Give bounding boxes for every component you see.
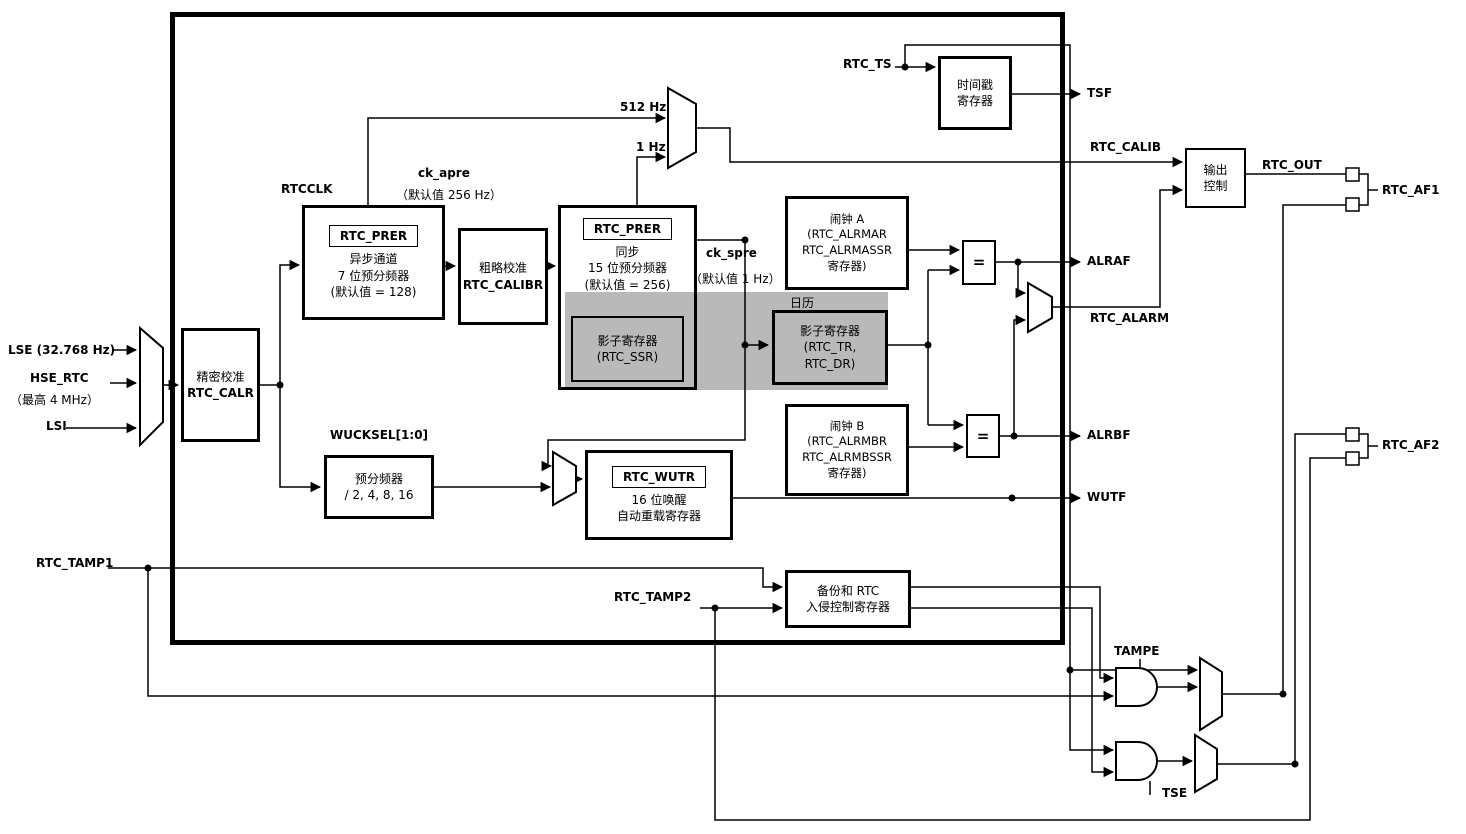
async-prescaler-box: RTC_PRER 异步通道 7 位预分频器 (默认值 = 128) (302, 205, 445, 320)
wires (66, 44, 1378, 821)
output-control-box: 输出 控制 (1185, 148, 1246, 208)
box-line: (RTC_ALRMAR (807, 227, 887, 242)
lsi-input-label: LSI (46, 419, 67, 433)
box-line: 寄存器 (956, 94, 993, 108)
box-line: 闹钟 B (829, 418, 865, 433)
wakeup-clock-mux (552, 450, 577, 507)
calendar-label: 日历 (790, 296, 815, 310)
clock-input-mux (139, 325, 164, 448)
box-line: (默认值 = 256) (584, 277, 671, 292)
box-line: 同步 (615, 245, 640, 260)
box-line: 粗略校准 (478, 261, 527, 276)
1hz-label: 1 Hz (636, 140, 666, 154)
rtc-af1-pin (1345, 167, 1360, 212)
alarm-b-comparator: = (966, 414, 1000, 458)
box-line: 寄存器) (827, 465, 867, 480)
box-line: 控制 (1203, 179, 1228, 193)
box-line: RTC_ALRMASSR (802, 243, 892, 257)
rtc-out-label: RTC_OUT (1262, 158, 1322, 172)
alarm-a-comparator: = (962, 240, 996, 285)
alarm-a-box: 闹钟 A (RTC_ALRMAR RTC_ALRMASSR 寄存器) (785, 196, 909, 290)
box-line: / 2, 4, 8, 16 (344, 488, 414, 502)
box-line: 输出 (1203, 162, 1228, 177)
box-line: RTC_CALR (187, 386, 254, 400)
rtc-wutr-register-box: RTC_WUTR (611, 465, 707, 488)
box-line: 预分频器 (354, 471, 403, 486)
box-line: RTC_DR) (804, 356, 856, 371)
wutf-output-label: WUTF (1087, 490, 1127, 504)
hse-input-label: HSE_RTC (30, 371, 89, 385)
equals-sign: = (976, 426, 990, 445)
box-line: 自动重载寄存器 (616, 509, 701, 524)
af2-routing-mux (1194, 733, 1218, 794)
tse-label: TSE (1162, 786, 1188, 800)
box-line: 异步通道 (349, 252, 398, 267)
box-line: RTC_ALRMBSSR (802, 450, 892, 464)
rtc-prer-register-box: RTC_PRER (582, 218, 673, 241)
box-line: 影子寄存器 (597, 333, 658, 348)
hse-note-label: （最高 4 MHz） (10, 393, 99, 407)
rtc-af2-label: RTC_AF2 (1382, 438, 1440, 452)
timestamp-register-box: 时间戳 寄存器 (938, 56, 1012, 130)
wucksel-label: WUCKSEL[1:0] (330, 428, 429, 442)
precision-calibration-box: 精密校准 RTC_CALR (181, 328, 260, 442)
rtcclk-label: RTCCLK (281, 182, 333, 196)
rtc-peripheral-outline (170, 12, 1065, 645)
box-line: (RTC_ALRMBR (807, 434, 887, 449)
rtc-alarm-label: RTC_ALARM (1090, 311, 1170, 325)
timestamp-and-gate (1115, 741, 1158, 781)
box-line: 7 位预分频器 (337, 268, 410, 283)
box-line: 寄存器) (827, 258, 867, 273)
rtc-tamp2-label: RTC_TAMP2 (614, 590, 692, 604)
tampe-label: TAMPE (1114, 644, 1160, 658)
equals-sign: = (972, 253, 986, 272)
box-line: 16 位唤醒 (631, 492, 687, 507)
box-line: 备份和 RTC (816, 583, 880, 598)
box-line: (默认值 = 128) (330, 284, 417, 299)
ck-spre-note-label: （默认值 1 Hz） (690, 272, 781, 286)
backup-tamper-control-box: 备份和 RTC 入侵控制寄存器 (785, 570, 911, 628)
box-line: 15 位预分频器 (587, 261, 668, 276)
rtc-ts-label: RTC_TS (843, 57, 892, 71)
rtc-prer-register-box: RTC_PRER (328, 225, 419, 248)
alraf-output-label: ALRAF (1087, 254, 1131, 268)
rtc-ssr-shadow-register-box: 影子寄存器 (RTC_SSR) (571, 316, 684, 382)
sync-prescaler-box: RTC_PRER 同步 15 位预分频器 (默认值 = 256) 影子寄存器 (… (558, 205, 697, 390)
box-line: 时间戳 (956, 77, 993, 92)
junction-dots (144, 63, 1299, 768)
calendar-shadow-register-box: 影子寄存器 (RTC_TR, RTC_DR) (772, 310, 888, 385)
alrbf-output-label: ALRBF (1087, 428, 1131, 442)
box-line: RTC_CALIBR (462, 277, 544, 292)
ck-apre-label: ck_apre (418, 166, 470, 180)
tsf-output-label: TSF (1087, 86, 1113, 100)
box-line: 精密校准 (196, 369, 245, 384)
box-line: 闹钟 A (829, 211, 865, 226)
rtc-tamp1-label: RTC_TAMP1 (36, 556, 114, 570)
lse-input-label: LSE (32.768 Hz) (8, 343, 116, 357)
512hz-label: 512 Hz (620, 100, 667, 114)
alarm-b-box: 闹钟 B (RTC_ALRMBR RTC_ALRMBSSR 寄存器) (785, 404, 909, 496)
ck-apre-note-label: （默认值 256 Hz） (396, 188, 502, 202)
tamper-and-gate (1115, 667, 1158, 707)
box-line: 入侵控制寄存器 (805, 600, 890, 614)
wakeup-autoreload-box: RTC_WUTR 16 位唤醒 自动重载寄存器 (585, 450, 733, 540)
rtc-calib-label: RTC_CALIB (1090, 140, 1162, 154)
wakeup-prescaler-box: 预分频器 / 2, 4, 8, 16 (324, 455, 434, 519)
af1-routing-mux (1199, 656, 1223, 732)
alarm-output-mux (1027, 281, 1053, 334)
box-line: (RTC_TR, (803, 340, 857, 355)
rtc-af2-pin (1345, 427, 1360, 466)
rtc-af1-label: RTC_AF1 (1382, 183, 1440, 197)
symbols (139, 86, 1360, 794)
calib-output-mux (667, 86, 697, 170)
coarse-calibration-box: 粗略校准 RTC_CALIBR (458, 228, 548, 325)
ck-spre-label: ck_spre (706, 246, 757, 260)
box-line: (RTC_SSR) (596, 350, 659, 364)
box-line: 影子寄存器 (799, 324, 860, 339)
